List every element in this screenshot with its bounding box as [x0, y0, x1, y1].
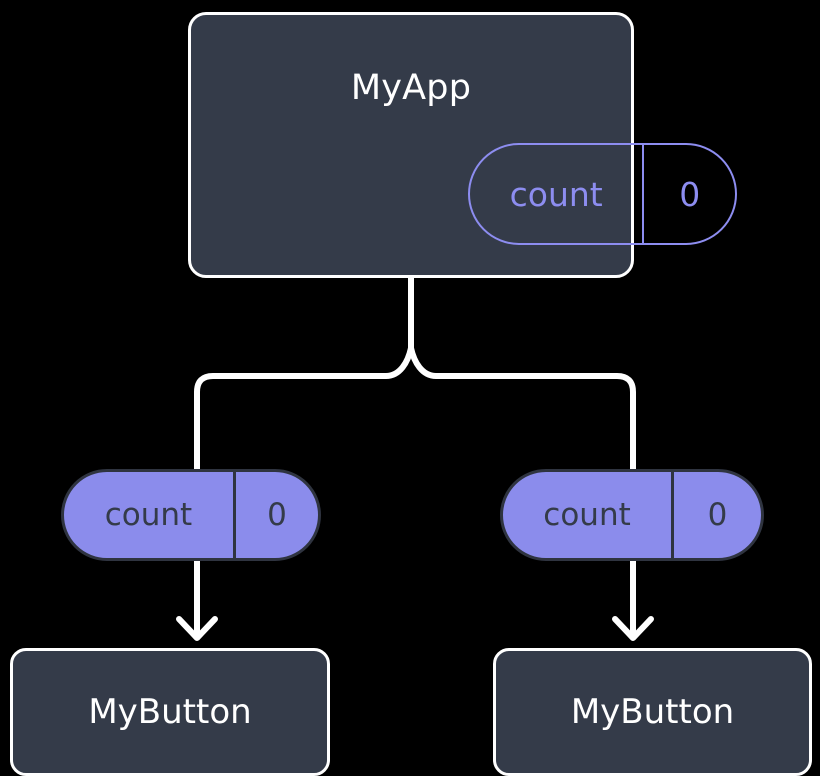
child-0-state-value: 0 [232, 472, 318, 558]
child-0-state-pill[interactable]: count 0 [61, 469, 321, 561]
child-1-state-pill[interactable]: count 0 [500, 469, 764, 561]
root-state-pill[interactable]: count 0 [468, 143, 737, 245]
node-root-card[interactable]: MyApp count 0 [188, 12, 737, 278]
child-0-state-key: count [104, 496, 193, 533]
child-0-card-title: MyButton [88, 692, 252, 732]
root-card-title: MyApp [350, 68, 472, 108]
child-1-card-title: MyButton [570, 692, 735, 732]
child-1-state-key: count [543, 496, 631, 533]
root-state-key: count [509, 174, 603, 214]
node-child-1-card[interactable]: MyButton [493, 648, 812, 776]
node-child-0-card[interactable]: MyButton [10, 648, 330, 776]
child-1-state-value: 0 [671, 472, 761, 558]
root-state-value: 0 [642, 145, 735, 243]
